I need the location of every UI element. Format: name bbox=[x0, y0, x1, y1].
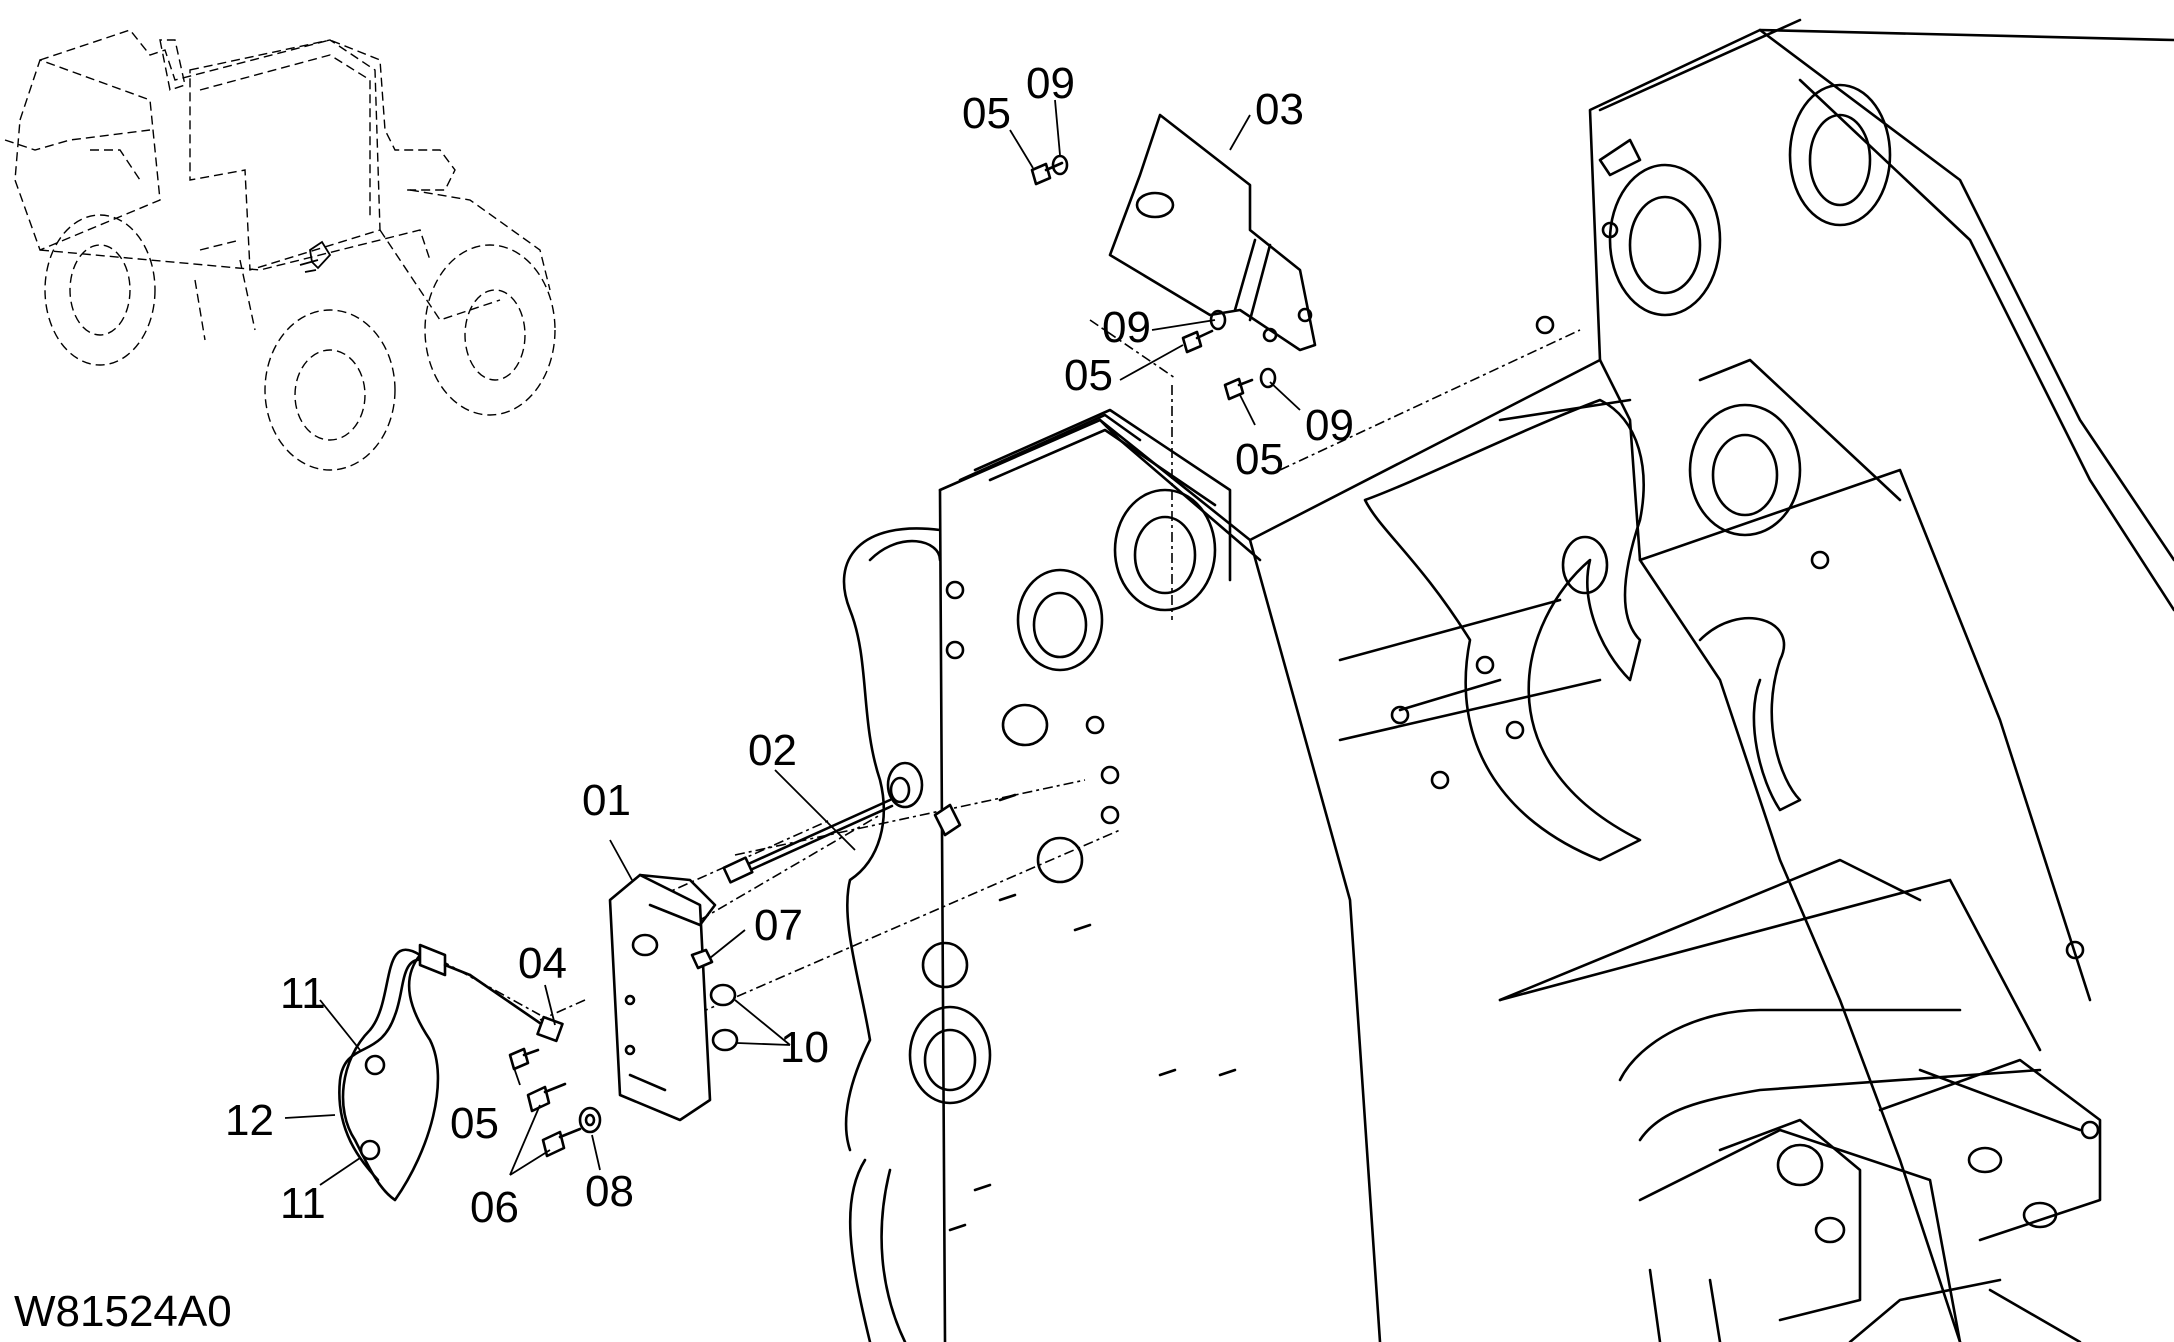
callout-09: 09 bbox=[1102, 303, 1151, 352]
part-03-cover-plate bbox=[1108, 113, 1317, 352]
callout-09: 09 bbox=[1026, 59, 1075, 108]
callout-05: 05 bbox=[1064, 351, 1113, 400]
callout-labels: 05 09 03 09 05 09 05 02 01 07 04 11 10 1… bbox=[225, 59, 1354, 1232]
callout-05: 05 bbox=[1235, 435, 1284, 484]
callout-02: 02 bbox=[748, 726, 797, 775]
part-02-sensor bbox=[722, 761, 962, 884]
callout-12: 12 bbox=[225, 1096, 274, 1145]
loader-frame-structure bbox=[842, 18, 2174, 1342]
callout-11: 11 bbox=[280, 1179, 326, 1228]
callout-01: 01 bbox=[582, 776, 631, 825]
hardware-bolts-washers-nuts bbox=[508, 154, 1277, 1158]
callout-08: 08 bbox=[585, 1167, 634, 1216]
leader-lines bbox=[284, 99, 1301, 1186]
callout-06: 06 bbox=[470, 1183, 519, 1232]
callout-10: 10 bbox=[780, 1023, 829, 1072]
machine-overview-thumbnail bbox=[4, 29, 556, 471]
callout-03: 03 bbox=[1255, 85, 1304, 134]
drawing-code: W81524A0 bbox=[14, 1287, 232, 1336]
callout-09: 09 bbox=[1305, 401, 1354, 450]
callout-04: 04 bbox=[518, 939, 567, 988]
callout-11: 11 bbox=[280, 969, 326, 1018]
part-01-bracket bbox=[608, 873, 717, 1122]
callout-05: 05 bbox=[450, 1099, 499, 1148]
callout-05: 05 bbox=[962, 89, 1011, 138]
callout-07: 07 bbox=[754, 901, 803, 950]
